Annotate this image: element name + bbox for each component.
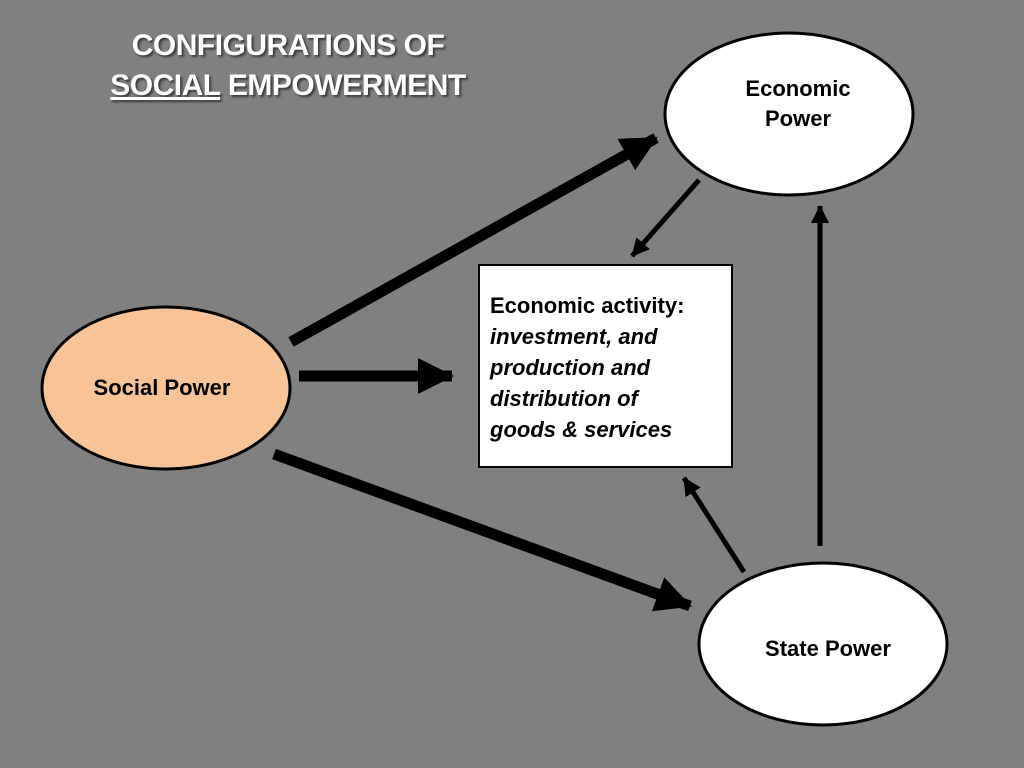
activity-line: distribution of [490, 386, 638, 411]
arrow-social-to-state-power [272, 448, 692, 612]
title-underlined-word: SOCIAL [110, 69, 221, 102]
economic-power-line-2: Power [764, 106, 832, 131]
arrow-social-to-economic-power [288, 133, 659, 347]
economic-activity-box: Economic activity: investment, and produ… [478, 264, 733, 468]
state-power-label: State Power [765, 636, 891, 661]
activity-line: investment, and [490, 324, 658, 349]
activity-line: goods & services [490, 417, 673, 442]
economic-activity-heading: Economic activity: [490, 293, 685, 318]
title-rest: EMPOWERMENT [227, 69, 466, 102]
economic-power-line-1: Economic [745, 76, 851, 101]
arrow-economic-power-to-activity [630, 178, 701, 258]
title-line-2: SOCIAL EMPOWERMENT [60, 66, 516, 106]
economic-power-label: Economic Power [719, 74, 877, 134]
economic-activity-description: investment, and production and distribut… [490, 321, 723, 445]
slide-title: CONFIGURATIONS OF SOCIAL EMPOWERMENT [60, 26, 516, 106]
state-power-node [697, 561, 949, 727]
social-power-node [40, 305, 292, 471]
economic-power-node [663, 31, 915, 197]
arrow-state-to-activity [681, 476, 747, 574]
social-power-label: Social Power [93, 375, 231, 400]
title-line-1: CONFIGURATIONS OF [131, 29, 445, 62]
activity-line: production and [490, 355, 651, 380]
